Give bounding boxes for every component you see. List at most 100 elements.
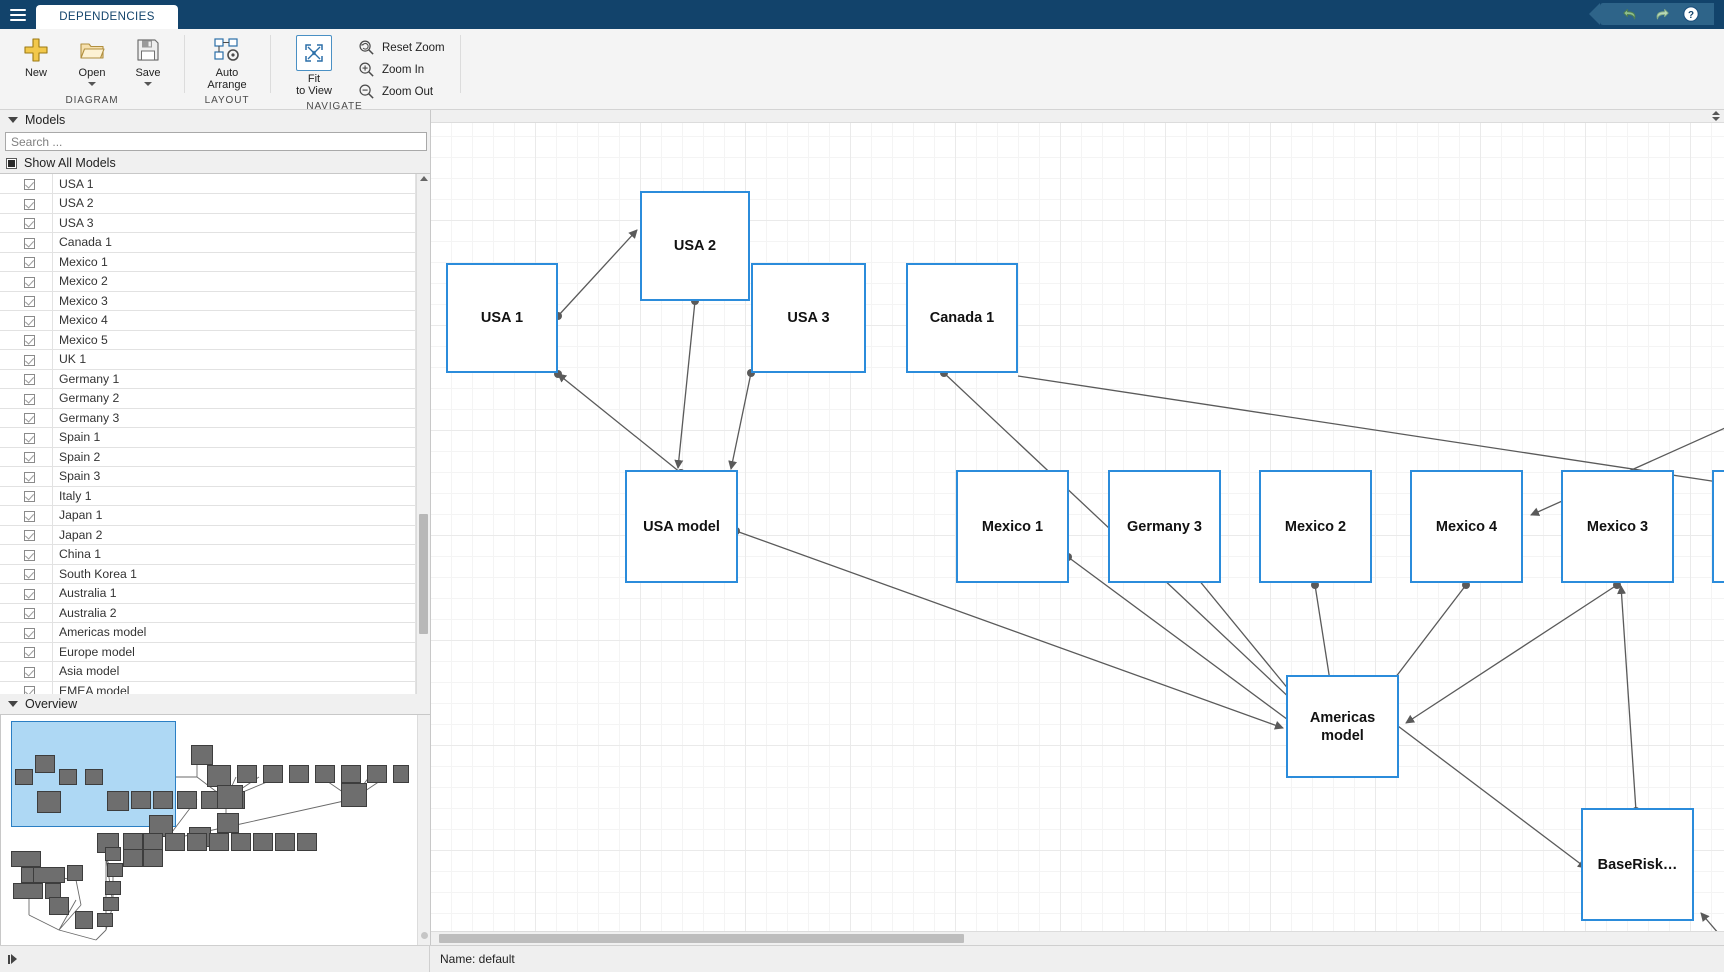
checkbox-icon[interactable] <box>23 178 35 190</box>
overview-panel-header[interactable]: Overview <box>0 694 430 714</box>
table-row[interactable]: USA 2 <box>0 193 416 214</box>
checkbox-icon[interactable] <box>23 276 35 288</box>
model-checkbox-cell[interactable] <box>0 388 53 409</box>
checkbox-icon[interactable] <box>23 296 35 308</box>
table-row[interactable]: Spain 3 <box>0 466 416 487</box>
search-input[interactable] <box>5 132 427 151</box>
table-row[interactable]: UK 1 <box>0 349 416 370</box>
table-row[interactable]: Americas model <box>0 622 416 643</box>
models-scrollbar-thumb[interactable] <box>419 514 428 634</box>
table-row[interactable]: South Korea 1 <box>0 564 416 584</box>
model-checkbox-cell[interactable] <box>0 661 53 682</box>
model-checkbox-cell[interactable] <box>0 466 53 487</box>
checkbox-icon[interactable] <box>23 452 35 464</box>
model-checkbox-cell[interactable] <box>0 642 53 662</box>
model-checkbox-cell[interactable] <box>0 603 53 623</box>
checkbox-icon[interactable] <box>23 374 35 386</box>
checkbox-icon[interactable] <box>23 315 35 327</box>
checkbox-icon[interactable] <box>23 530 35 542</box>
table-row[interactable]: Germany 3 <box>0 408 416 428</box>
table-row[interactable]: Mexico 4 <box>0 310 416 331</box>
model-checkbox-cell[interactable] <box>0 213 53 233</box>
table-row[interactable]: Mexico 1 <box>0 252 416 272</box>
diagram-node-mexico1[interactable]: Mexico 1 <box>956 470 1069 583</box>
canvas-hscroll-thumb[interactable] <box>439 934 964 943</box>
model-checkbox-cell[interactable] <box>0 525 53 545</box>
checkbox-icon[interactable] <box>23 549 35 561</box>
model-checkbox-cell[interactable] <box>0 583 53 604</box>
open-dropdown-caret-icon[interactable] <box>88 82 96 86</box>
auto-arrange-button[interactable]: Auto Arrange <box>197 33 257 91</box>
checkbox-icon[interactable] <box>23 393 35 405</box>
model-checkbox-cell[interactable] <box>0 564 53 584</box>
new-button[interactable]: New <box>8 33 64 79</box>
diagram-node-mexico2[interactable]: Mexico 2 <box>1259 470 1372 583</box>
model-checkbox-cell[interactable] <box>0 232 53 253</box>
table-row[interactable]: Germany 1 <box>0 369 416 389</box>
checkbox-icon[interactable] <box>23 354 35 366</box>
open-button[interactable]: Open <box>64 33 120 86</box>
checkbox-icon[interactable] <box>23 257 35 269</box>
model-checkbox-cell[interactable] <box>0 447 53 467</box>
diagram-node-usa2[interactable]: USA 2 <box>640 191 750 301</box>
undo-icon[interactable] <box>1622 5 1640 23</box>
table-row[interactable]: Spain 1 <box>0 427 416 448</box>
checkbox-icon[interactable] <box>23 237 35 249</box>
table-row[interactable]: EMEA model <box>0 681 416 694</box>
diagram-node-mexico3[interactable]: Mexico 3 <box>1561 470 1674 583</box>
model-checkbox-cell[interactable] <box>0 252 53 272</box>
help-icon[interactable]: ? <box>1682 5 1700 23</box>
table-row[interactable]: Spain 2 <box>0 447 416 467</box>
overview-minimap[interactable] <box>0 714 430 945</box>
diagram-node-mexico4[interactable]: Mexico 4 <box>1410 470 1523 583</box>
table-row[interactable]: USA 3 <box>0 213 416 233</box>
checkbox-icon[interactable] <box>23 432 35 444</box>
overview-collapse-triangle-icon[interactable] <box>8 701 18 707</box>
diagram-node-germany3[interactable]: Germany 3 <box>1108 470 1221 583</box>
model-checkbox-cell[interactable] <box>0 193 53 214</box>
model-checkbox-cell[interactable] <box>0 349 53 370</box>
show-all-models-toggle[interactable]: Show All Models <box>0 153 430 173</box>
model-checkbox-cell[interactable] <box>0 622 53 643</box>
model-checkbox-cell[interactable] <box>0 427 53 448</box>
diagram-node-usa1[interactable]: USA 1 <box>446 263 558 373</box>
checkbox-icon[interactable] <box>23 335 35 347</box>
table-row[interactable]: USA 1 <box>0 174 416 194</box>
checkbox-icon[interactable] <box>23 666 35 678</box>
model-checkbox-cell[interactable] <box>0 544 53 565</box>
checkbox-icon[interactable] <box>23 627 35 639</box>
model-checkbox-cell[interactable] <box>0 310 53 331</box>
checkbox-icon[interactable] <box>23 413 35 425</box>
table-row[interactable]: Australia 2 <box>0 603 416 623</box>
reset-zoom-button[interactable]: Reset Zoom <box>354 38 449 57</box>
table-row[interactable]: Mexico 3 <box>0 291 416 311</box>
fit-to-view-button[interactable]: Fit to View <box>284 33 344 97</box>
checkbox-icon[interactable] <box>23 686 35 694</box>
overview-scrollbar[interactable] <box>417 715 430 945</box>
save-button[interactable]: Save <box>120 33 176 86</box>
checkbox-icon[interactable] <box>23 588 35 600</box>
model-checkbox-cell[interactable] <box>0 291 53 311</box>
model-checkbox-cell[interactable] <box>0 369 53 389</box>
redo-icon[interactable] <box>1652 5 1670 23</box>
model-checkbox-cell[interactable] <box>0 486 53 506</box>
diagram-node-edge_right[interactable] <box>1712 470 1724 583</box>
model-checkbox-cell[interactable] <box>0 681 53 694</box>
skip-to-start-icon[interactable] <box>8 954 17 964</box>
models-list-scrollbar[interactable] <box>416 174 430 694</box>
diagram-node-usa3[interactable]: USA 3 <box>751 263 866 373</box>
model-checkbox-cell[interactable] <box>0 408 53 428</box>
table-row[interactable]: Japan 1 <box>0 505 416 526</box>
model-checkbox-cell[interactable] <box>0 505 53 526</box>
show-all-checkbox-icon[interactable] <box>6 157 17 169</box>
table-row[interactable]: Europe model <box>0 642 416 662</box>
canvas-horizontal-scrollbar[interactable] <box>431 931 1724 945</box>
overview-scroll-dot[interactable] <box>421 932 428 939</box>
hamburger-menu-icon[interactable] <box>0 0 36 29</box>
checkbox-icon[interactable] <box>23 471 35 483</box>
table-row[interactable]: Germany 2 <box>0 388 416 409</box>
model-checkbox-cell[interactable] <box>0 330 53 350</box>
table-row[interactable]: Italy 1 <box>0 486 416 506</box>
table-row[interactable]: Canada 1 <box>0 232 416 253</box>
